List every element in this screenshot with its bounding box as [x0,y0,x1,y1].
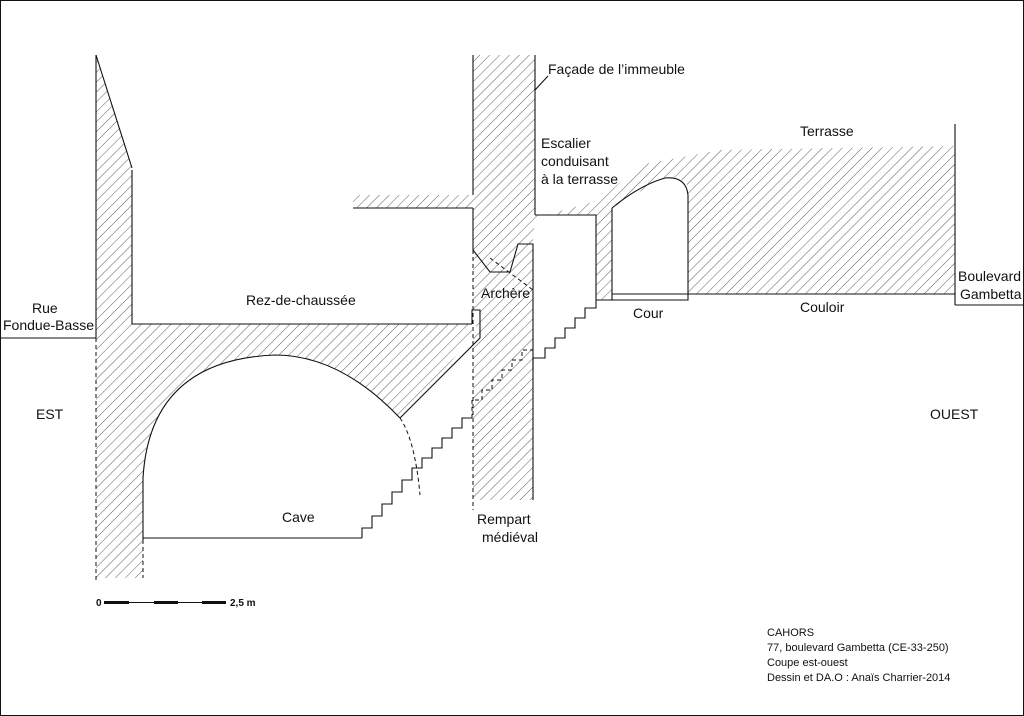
label-rez: Rez-de-chaussée [246,292,356,308]
label-terrasse: Terrasse [800,123,854,139]
label-cave: Cave [282,509,315,525]
cave-stair [361,417,472,538]
label-rempart-2: médiéval [482,529,538,545]
label-ouest: OUEST [930,406,979,422]
caption-line-4: Dessin et DA.O : Anaïs Charrier-2014 [767,672,950,684]
cave-arc [142,354,401,479]
cave-vault [143,355,420,538]
label-escalier-2: conduisant [541,153,609,169]
scale-end: 2,5 m [230,598,256,609]
upper-floor-slab [353,195,473,208]
label-rue-2: Fondue-Basse [3,317,94,333]
label-rue-1: Rue [32,300,58,316]
caption-line-2: 77, boulevard Gambetta (CE-33-250) [767,642,949,654]
label-boulevard-1: Boulevard [958,268,1021,284]
label-escalier-1: Escalier [541,135,591,151]
scale-bar: 0 2,5 m [96,598,256,609]
cour-stair [532,300,597,370]
caption-line-1: CAHORS [767,627,814,639]
label-est: EST [36,406,64,422]
label-rempart-1: Rempart [477,511,531,527]
east-wall-mass [96,55,472,578]
label-archere: Archère [481,285,530,301]
escalier-block [535,214,597,300]
terrace-mass [535,146,955,300]
label-cour: Cour [633,305,664,321]
label-couloir: Couloir [800,299,845,315]
scale-start: 0 [96,598,102,609]
rampart-mass [473,55,535,500]
label-escalier-3: à la terrasse [541,171,618,187]
caption-line-3: Coupe est-ouest [767,657,848,669]
label-facade: Façade de l’immeuble [548,61,685,77]
label-boulevard-2: Gambetta [960,286,1022,302]
